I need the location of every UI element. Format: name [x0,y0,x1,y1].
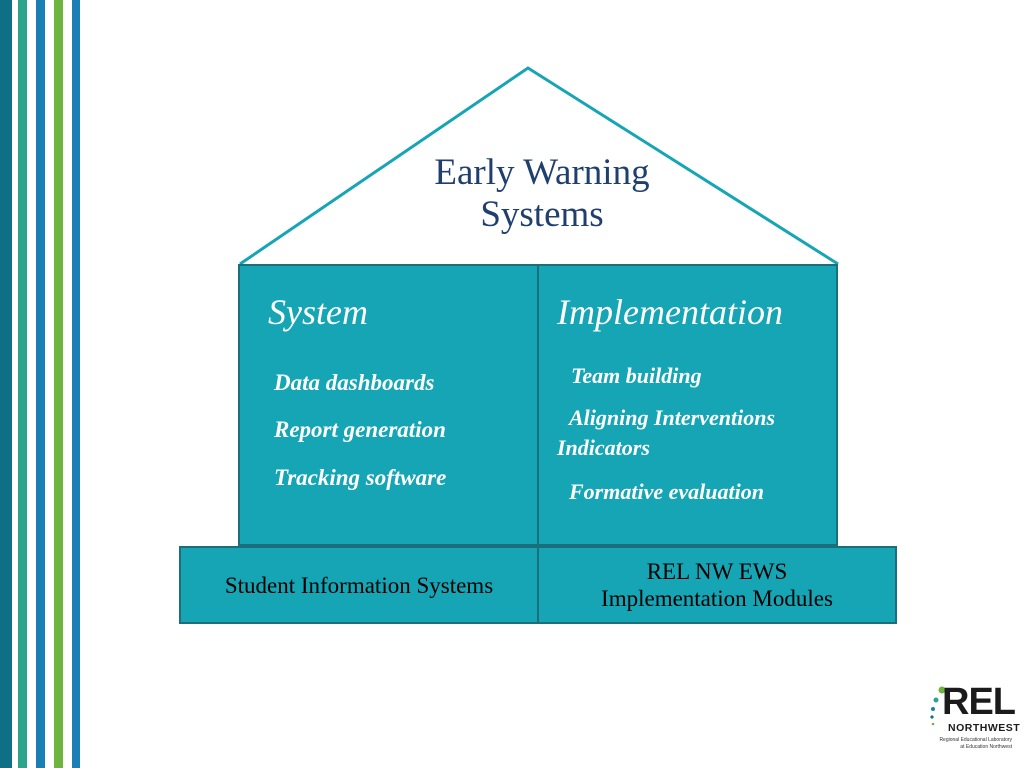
foundation-rel-nw-modules: REL NW EWS Implementation Modules [537,546,897,624]
logo-subtitle-line-2: at Education Northwest [960,744,1012,750]
roof-title-line-1: Early Warning [434,152,650,193]
implementation-item-formative-evaluation: Formative evaluation [569,479,764,504]
stripe-4 [54,0,63,768]
pillar-system: System Data dashboards Report generation… [238,264,539,546]
system-item-data-dashboards: Data dashboards [274,370,435,395]
implementation-item-team-building: Team building [571,363,702,388]
roof-title-line-2: Systems [480,194,604,235]
foundation-left-label: Student Information Systems [224,572,494,598]
pillar-implementation-heading: Implementation [557,292,783,332]
pillar-implementation: Implementation Team building Aligning In… [537,264,838,546]
foundation-right-line-1: REL NW EWS [646,559,788,584]
rel-northwest-logo: REL NORTHWEST Regional Educational Labor… [928,681,1020,762]
logo-northwest-text: NORTHWEST [948,722,1021,734]
foundation-right-line-2: Implementation Modules [601,586,833,611]
system-item-report-generation: Report generation [274,417,446,442]
system-item-tracking-software: Tracking software [274,465,447,490]
stripe-3 [36,0,45,768]
logo-dots-icon [930,686,946,726]
stripe-1 [0,0,12,768]
logo-subtitle-line-1: Regional Educational Laboratory [939,737,1012,743]
stripe-5 [72,0,80,768]
logo-rel-text: REL [942,681,1016,723]
foundation-student-information-systems: Student Information Systems [179,546,539,624]
stripe-2 [18,0,27,768]
implementation-item-aligning-interventions: Aligning Interventions [569,405,776,430]
roof-title: Early Warning Systems [392,152,692,236]
implementation-item-indicators: Indicators [557,435,650,460]
pillar-system-heading: System [268,292,368,332]
